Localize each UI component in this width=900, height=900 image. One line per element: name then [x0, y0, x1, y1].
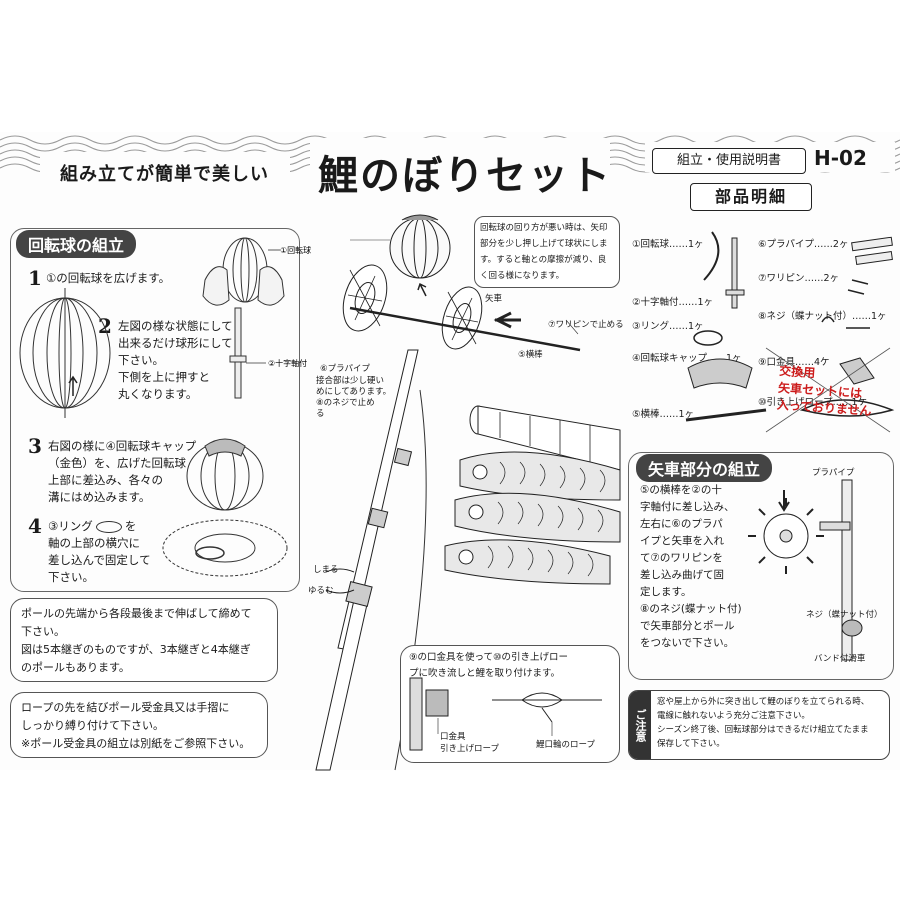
label-shimaru: しまる	[313, 565, 339, 575]
flag-pole	[315, 349, 419, 771]
ball-rotation-note: 回転球の回り方が悪い時は、矢印部分を少し押し上げて球状にします。すると軸との摩擦…	[474, 216, 620, 288]
pole-note: ポールの先端から各段最後まで伸ばして締めて下さい。図は5本継ぎのものですが、3本…	[10, 598, 278, 682]
label-neji: ネジ（蝶ナット付）	[806, 610, 883, 620]
part-5: ⑤横棒……1ヶ	[632, 409, 695, 420]
part-8: ⑧ネジ（蝶ナット付）……1ヶ	[758, 311, 887, 322]
rope-tie-note: ロープの先を結びポール受金具又は手摺にしっかり縛り付けて下さい。※ポール受金具の…	[10, 692, 268, 758]
parts-heading: 部品明細	[690, 183, 812, 211]
caution-box: ご注意 窓や屋上から外に突き出して鯉のぼりを立てられる時、電線に触れないよう充分…	[628, 690, 890, 760]
top-ball	[389, 214, 451, 279]
rotating-ball-panel	[10, 228, 300, 592]
left-arrow-wheel	[342, 264, 388, 332]
cross-axis-illustration	[229, 307, 247, 399]
part-4: ④回転球キャップ……1ヶ	[632, 353, 742, 364]
carp-small	[444, 539, 611, 585]
exchange-stamp: 交換用矢車セットには入っておりません	[776, 363, 872, 419]
part-3: ③リング……1ヶ	[632, 321, 704, 332]
ring-insertion-illustration	[162, 519, 288, 577]
svg-text:②十字軸付: ②十字軸付	[268, 358, 307, 368]
yaguruma-panel	[628, 452, 894, 680]
right-arrow-wheel	[441, 286, 483, 350]
product-code: H-02	[814, 146, 867, 170]
part-9: ⑨口金具……4ケ	[758, 357, 830, 368]
step-number-3: 3	[28, 434, 42, 458]
label-band-pulley: バンド付滑車	[814, 654, 866, 664]
step2-text: 左図の様な状態にして出来るだけ球形にして下さい。下側を上に押すと丸くなります。	[118, 319, 233, 401]
label-kuchikanagu: 口金具	[440, 732, 466, 742]
part-6: ⑥プラパイプ……2ヶ	[758, 239, 849, 250]
parts-illustrations	[685, 231, 895, 433]
part-10: ⑩引き上げロープ……1ケ	[758, 397, 867, 408]
wave-pattern	[0, 135, 900, 188]
label-pura-pipe-right: プラパイプ	[812, 468, 855, 478]
step-number-4: 4	[28, 514, 42, 538]
carp-red	[454, 492, 621, 543]
label-koiguchi-rope: 鯉口輪のロープ	[536, 740, 595, 750]
folded-ball-illustration	[202, 237, 285, 306]
joint-note: 接合部は少し硬いめにしてあります。⑧のネジで止める	[316, 376, 392, 419]
svg-text:①回転球: ①回転球	[280, 245, 311, 255]
step3-text: 右図の様に④回転球キャップ（金色）を、広げた回転球上部に差込み、各々の溝にはめ込…	[48, 439, 197, 504]
label-yokobo: ⑤横棒	[518, 350, 543, 360]
label-yaguruma: 矢車	[485, 294, 503, 304]
part-7: ⑦ワリピン……2ヶ	[758, 273, 840, 284]
ball-with-cap-illustration	[186, 438, 264, 511]
part-2: ②十字軸付……1ヶ	[632, 297, 714, 308]
section-title-yaguruma: 矢車部分の組立	[636, 454, 773, 482]
caution-text: 窓や屋上から外に突き出して鯉のぼりを立てられる時、電線に触れないよう充分ご注意下…	[657, 697, 870, 749]
step-number-1: 1	[28, 266, 42, 290]
label-hikiage-rope: 引き上げロープ	[440, 744, 499, 754]
section-title-rotating-ball: 回転球の組立	[16, 230, 137, 258]
label-pura-pipe: ⑥プラパイプ	[320, 364, 371, 374]
rotating-ball-illustrations: ①回転球 ②十字軸付	[19, 237, 311, 577]
opened-ball-illustration	[19, 288, 111, 418]
main-assembly-illustration	[315, 214, 621, 771]
main-title: 鯉のぼりセット	[318, 152, 612, 199]
label-yurumu: ゆるむ	[308, 586, 334, 596]
yaguruma-text: ⑤の横棒を②の十字軸付に差し込み、左右に⑥のプラパイプと矢車を入れて⑦のワリピン…	[640, 484, 742, 649]
label-waripin-stop: ⑦ワリピンで止める	[548, 320, 624, 330]
manual-label: 組立・使用説明書	[652, 148, 806, 174]
part-1: ①回転球……1ヶ	[632, 239, 704, 250]
rope-detail-illustration	[409, 677, 602, 751]
step4-text: ③リングを 軸の上部の横穴に差し込んで固定して下さい。	[48, 519, 151, 584]
step1-text: ①の回転球を広げます。	[46, 271, 171, 285]
caution-tag: ご注意	[629, 691, 651, 759]
carp-black	[459, 451, 621, 501]
yaguruma-illustration	[748, 479, 863, 661]
tagline: 組み立てが簡単で美しい	[60, 164, 269, 185]
